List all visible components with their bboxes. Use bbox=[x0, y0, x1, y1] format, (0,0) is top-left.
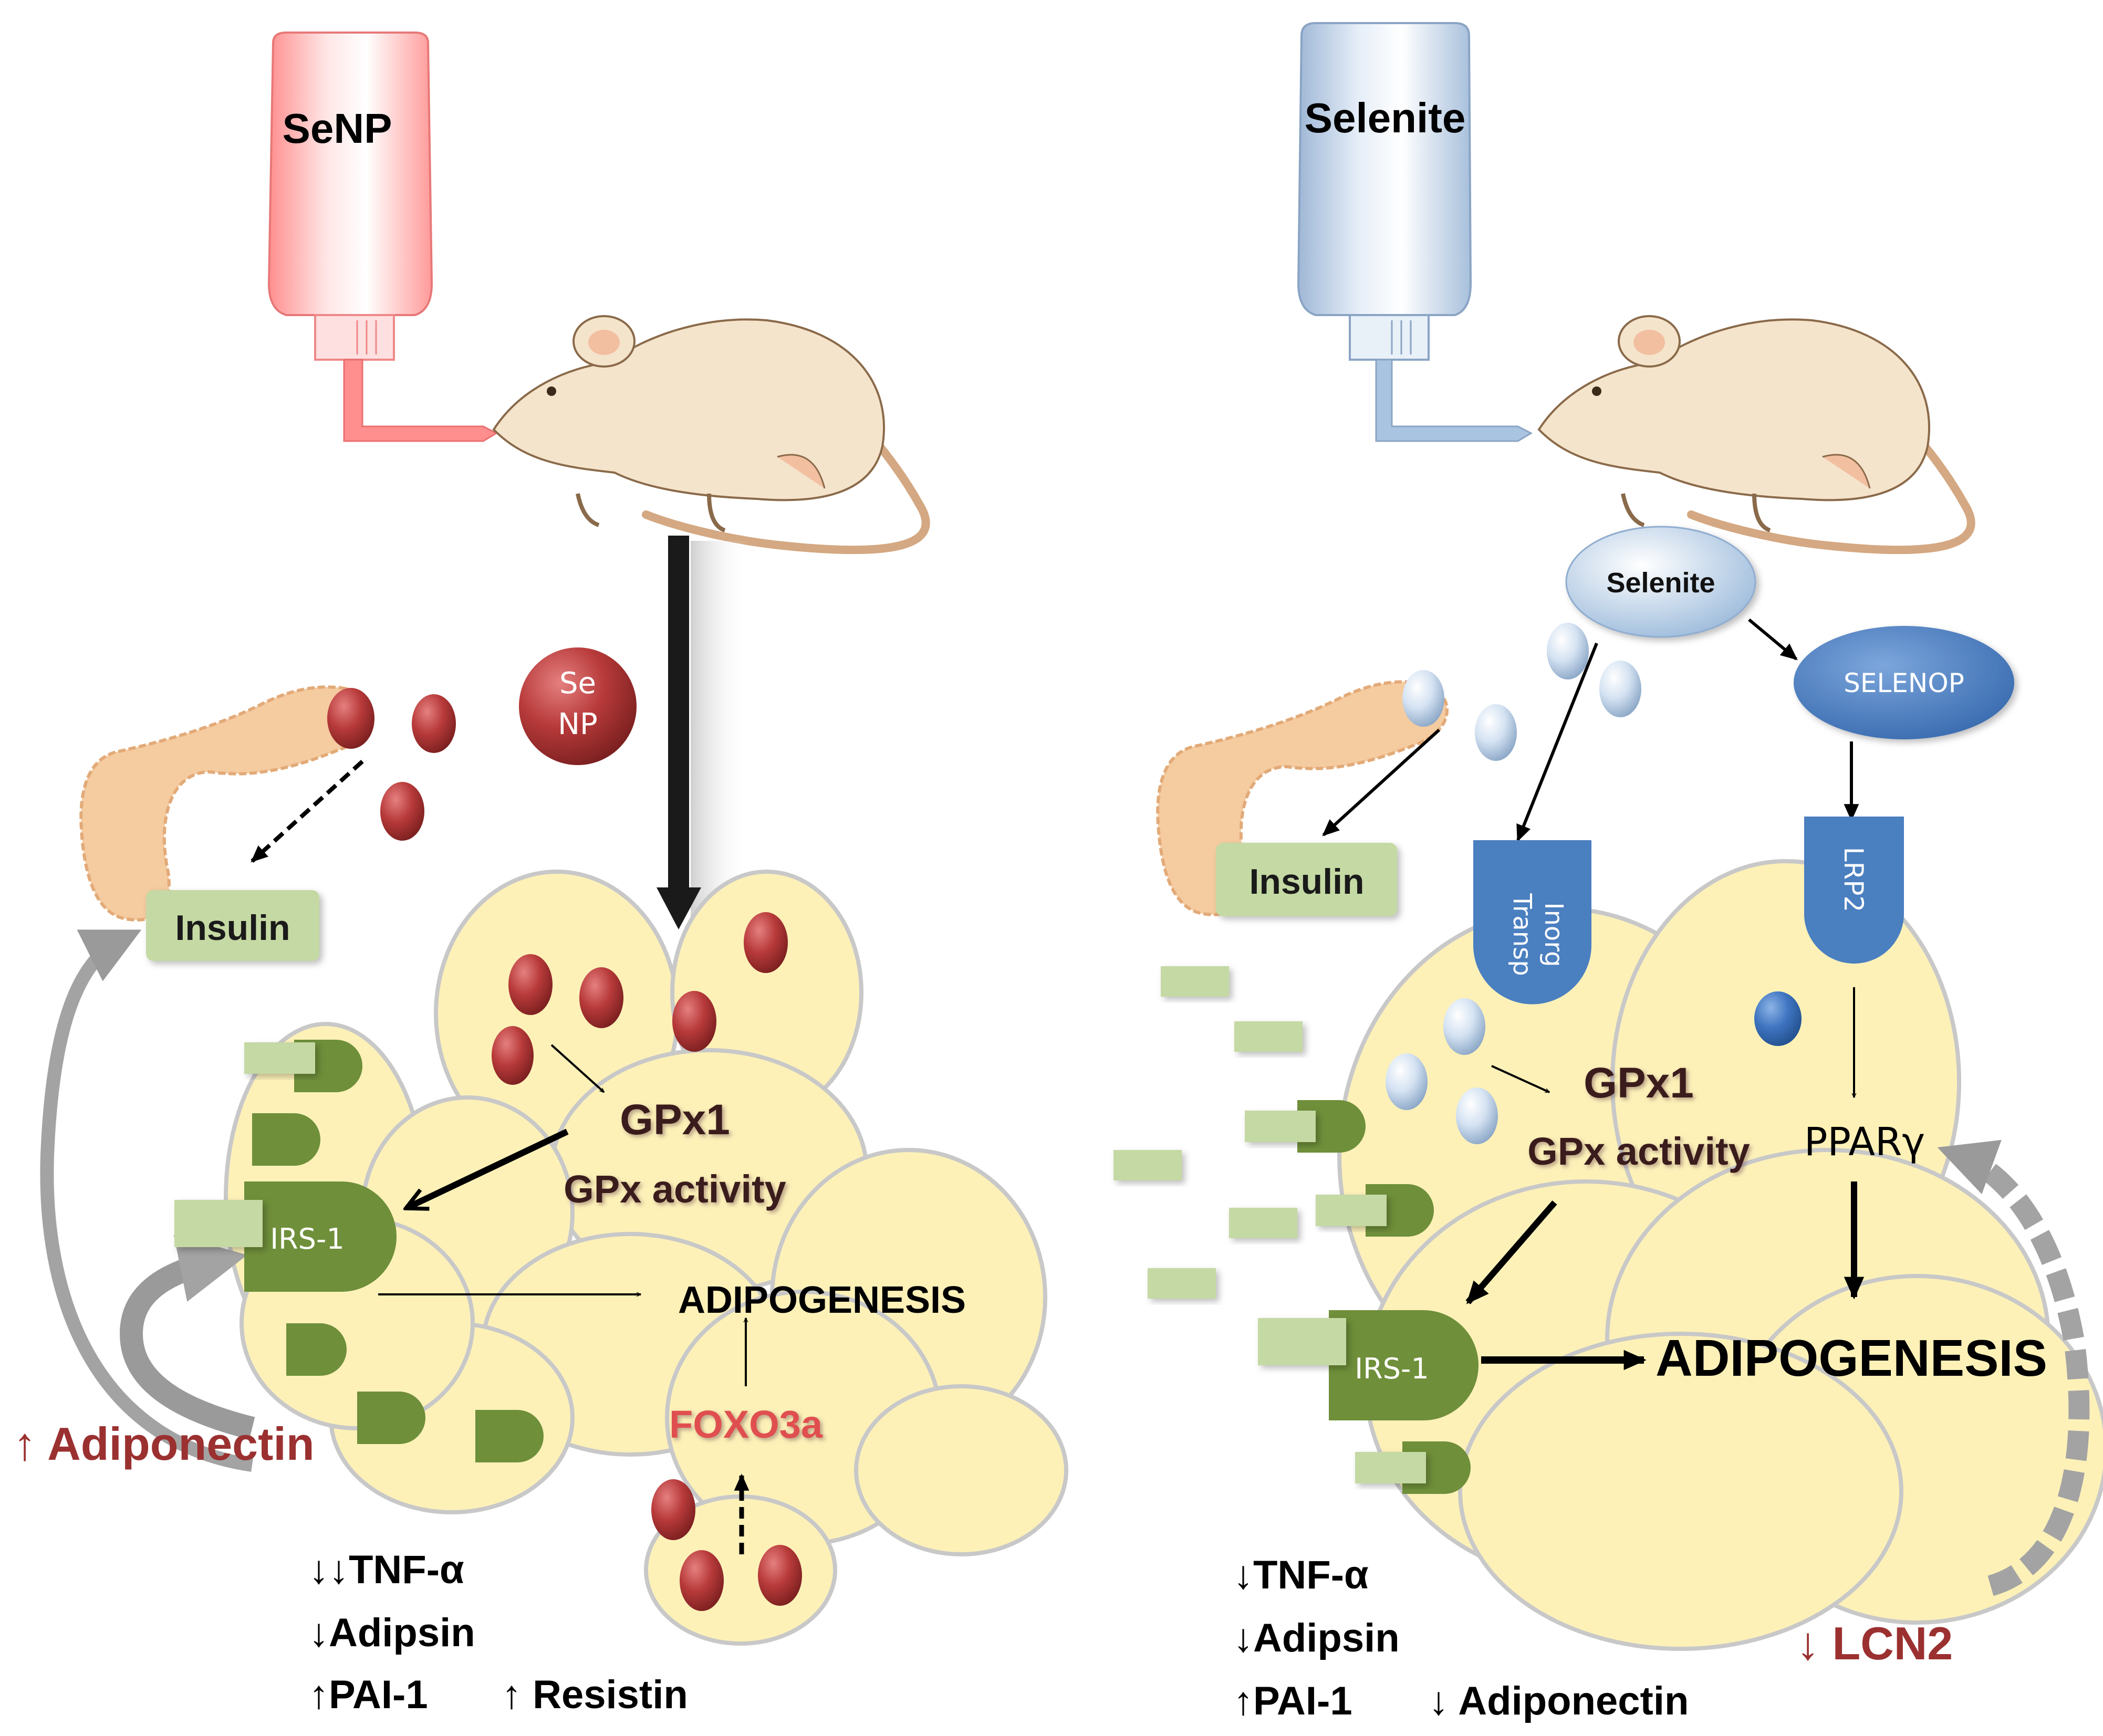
adipogenesis-label-left: ADIPOGENESIS bbox=[678, 1279, 966, 1321]
senp-nanoparticles bbox=[327, 688, 802, 1611]
lrp2-receptor: LRP2 bbox=[1804, 817, 1904, 964]
adiponectin-label-left: ↑ Adiponectin bbox=[13, 1418, 315, 1470]
pparg-label: PPARγ bbox=[1804, 1120, 1925, 1165]
senp-bottle-label: SeNP bbox=[283, 105, 392, 152]
insulin-fragments-right bbox=[1113, 966, 1303, 1299]
selenop-node-label: SELENOP bbox=[1844, 668, 1964, 698]
particle-to-insulin-arrow-right bbox=[1322, 728, 1441, 836]
gpx-to-irs1-arrow-right bbox=[1465, 1200, 1557, 1304]
selenite-to-inorg-transp-arrow bbox=[1516, 642, 1598, 842]
senp-water-bottle: SeNP bbox=[267, 32, 498, 442]
insulin-label-left: Insulin bbox=[175, 908, 290, 948]
left-panel: SeNP bbox=[13, 32, 1068, 1717]
irs1-receptor-left: IRS-1 bbox=[174, 1181, 397, 1292]
pancreas-left bbox=[79, 685, 372, 922]
senp-particle-label-line1: Se bbox=[559, 666, 596, 700]
selenite-node: Selenite bbox=[1565, 526, 1756, 638]
marker-pai1-left: ↑PAI-1 bbox=[309, 1672, 428, 1717]
insulin-label-right: Insulin bbox=[1249, 862, 1364, 902]
senp-to-insulin-arrow bbox=[251, 760, 364, 863]
insulin-receptors-left bbox=[244, 1040, 544, 1462]
right-panel: Selenite bbox=[1113, 22, 2103, 1723]
lrp2-label: LRP2 bbox=[1838, 847, 1869, 913]
mouse-illustration-left bbox=[492, 315, 930, 555]
selenite-node-label: Selenite bbox=[1606, 567, 1715, 599]
particle-to-gpx1-arrow-right bbox=[1491, 1065, 1549, 1093]
inorg-transp-label-line1: Inorg bbox=[1539, 902, 1568, 967]
foxo3a-label: FOXO3a bbox=[669, 1403, 823, 1446]
irs1-label-left: IRS-1 bbox=[270, 1222, 345, 1256]
senp-to-gpx1-arrow bbox=[550, 1044, 605, 1093]
selenite-to-selenop-arrow bbox=[1748, 618, 1798, 661]
inorg-transporter: Inorg Transp bbox=[1473, 840, 1591, 1005]
senp-large-particle: Se NP bbox=[519, 647, 637, 765]
marker-adiponectin-right: ↓ Adiponectin bbox=[1429, 1679, 1689, 1723]
adipocyte-cluster-right bbox=[1337, 859, 2103, 1651]
marker-adipsin-right: ↓Adipsin bbox=[1233, 1616, 1400, 1660]
marker-pai1-right: ↑PAI-1 bbox=[1233, 1679, 1352, 1723]
insulin-receptors-right bbox=[1245, 1100, 1471, 1494]
senp-particle-label-line2: NP bbox=[558, 707, 598, 741]
adipogenesis-label-right: ADIPOGENESIS bbox=[1656, 1329, 2047, 1387]
gpx1-label-right: GPx1 bbox=[1584, 1059, 1694, 1107]
main-intake-arrow bbox=[657, 536, 748, 929]
marker-resistin-left: ↑ Resistin bbox=[502, 1672, 688, 1717]
inorg-transp-label-line2: Transp bbox=[1507, 893, 1537, 976]
insulin-box-left: Insulin bbox=[146, 890, 319, 961]
lcn2-label: ↓ LCN2 bbox=[1796, 1617, 1953, 1669]
selenite-particles bbox=[1386, 623, 1802, 1144]
gpx-activity-label-right: GPx activity bbox=[1527, 1130, 1750, 1173]
gpx-to-irs1-arrow bbox=[407, 1128, 569, 1208]
irs1-receptor-right: IRS-1 bbox=[1258, 1310, 1479, 1420]
selenop-node: SELENOP bbox=[1794, 626, 2014, 739]
selenite-water-bottle: Selenite bbox=[1297, 22, 1533, 442]
irs1-label-right: IRS-1 bbox=[1355, 1352, 1429, 1385]
mouse-illustration-right bbox=[1537, 315, 1975, 555]
gpx-activity-label-left: GPx activity bbox=[564, 1167, 786, 1211]
gpx1-label-left: GPx1 bbox=[620, 1096, 730, 1144]
adiponectin-to-irs1-arrow bbox=[119, 1235, 255, 1440]
adiponectin-to-insulin-arrow bbox=[40, 929, 253, 1472]
marker-tnf-right: ↓TNF-α bbox=[1233, 1553, 1369, 1597]
marker-tnf-left: ↓↓TNF-α bbox=[309, 1547, 464, 1592]
insulin-box-right: Insulin bbox=[1216, 843, 1397, 916]
selenite-bottle-label: Selenite bbox=[1305, 95, 1466, 141]
lcn2-to-pparg-arrow bbox=[1937, 1139, 2090, 1596]
marker-adipsin-left: ↓Adipsin bbox=[309, 1610, 475, 1655]
